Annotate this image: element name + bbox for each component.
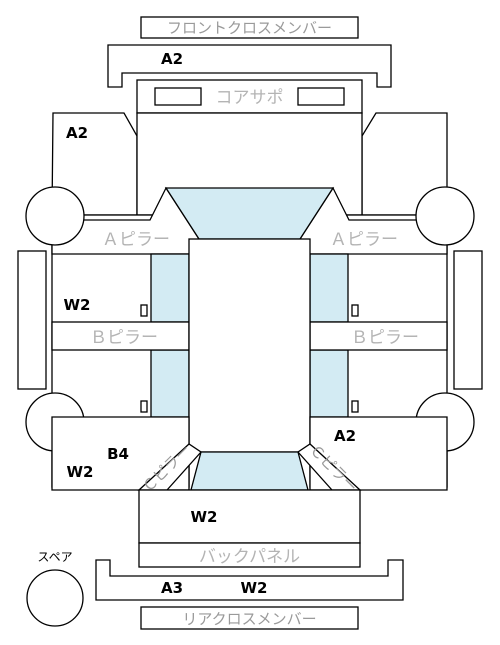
right-rear-window <box>309 349 349 418</box>
front-cross-member-grade: A2 <box>161 50 183 68</box>
a-pillar-left-label: Ａピラー <box>102 230 170 250</box>
b-pillar-left-label: Ｂピラー <box>90 328 158 348</box>
front-cross-member-label: フロントクロスメンバー <box>167 19 332 37</box>
b-pillar-right-label: Ｂピラー <box>351 328 419 348</box>
spare-tire: スペア <box>26 550 84 627</box>
back-panel: バックパネル <box>138 542 361 568</box>
rear-right-grade: A2 <box>334 427 356 445</box>
rear-cross-member-bracket: A3 W2 <box>95 559 404 601</box>
rear-cross-member-grade-w2: W2 <box>241 579 268 597</box>
trunk-grade: W2 <box>191 508 218 526</box>
right-front-door-handle <box>351 304 359 317</box>
b-pillar-left: Ｂピラー <box>51 321 190 351</box>
a-pillar-right: Ａピラー <box>299 186 448 255</box>
front-left-wheel <box>25 186 85 246</box>
right-side-sill <box>453 250 483 390</box>
left-center-grade: W2 <box>64 296 91 314</box>
spare-tire-label: スペア <box>37 550 72 564</box>
front-cross-member-bracket: A2 <box>107 44 392 88</box>
left-front-window <box>150 253 190 323</box>
left-side-sill <box>17 250 47 390</box>
rear-window <box>190 451 309 491</box>
core-support-left-slot <box>154 87 202 106</box>
spare-tire-circle <box>26 569 84 627</box>
roof <box>188 238 311 453</box>
left-rear-door-handle <box>140 400 148 413</box>
rear-cross-member-grade-a3: A3 <box>161 579 183 597</box>
core-support-right-slot <box>297 87 345 106</box>
rear-cross-member-label: リアクロスメンバー <box>182 610 316 628</box>
right-front-window <box>309 253 349 323</box>
back-panel-label: バックパネル <box>199 547 300 567</box>
a-pillar-left: Ａピラー <box>51 186 200 255</box>
left-front-door-handle <box>140 304 148 317</box>
core-support: コアサポ <box>136 79 363 114</box>
right-rear-door-handle <box>351 400 359 413</box>
b-pillar-right: Ｂピラー <box>309 321 448 351</box>
trunk: W2 <box>138 489 361 544</box>
a-pillar-right-label: Ａピラー <box>330 230 398 250</box>
front-right-wheel <box>415 186 475 246</box>
rear-left-grade-w2: W2 <box>67 463 94 481</box>
left-rear-window <box>150 349 190 418</box>
core-support-label: コアサポ <box>216 88 284 108</box>
rear-left-grade-b4: B4 <box>107 445 129 463</box>
front-left-grade: A2 <box>66 124 88 142</box>
rear-cross-member: リアクロスメンバー <box>140 606 359 630</box>
front-cross-member: フロントクロスメンバー <box>140 16 359 39</box>
